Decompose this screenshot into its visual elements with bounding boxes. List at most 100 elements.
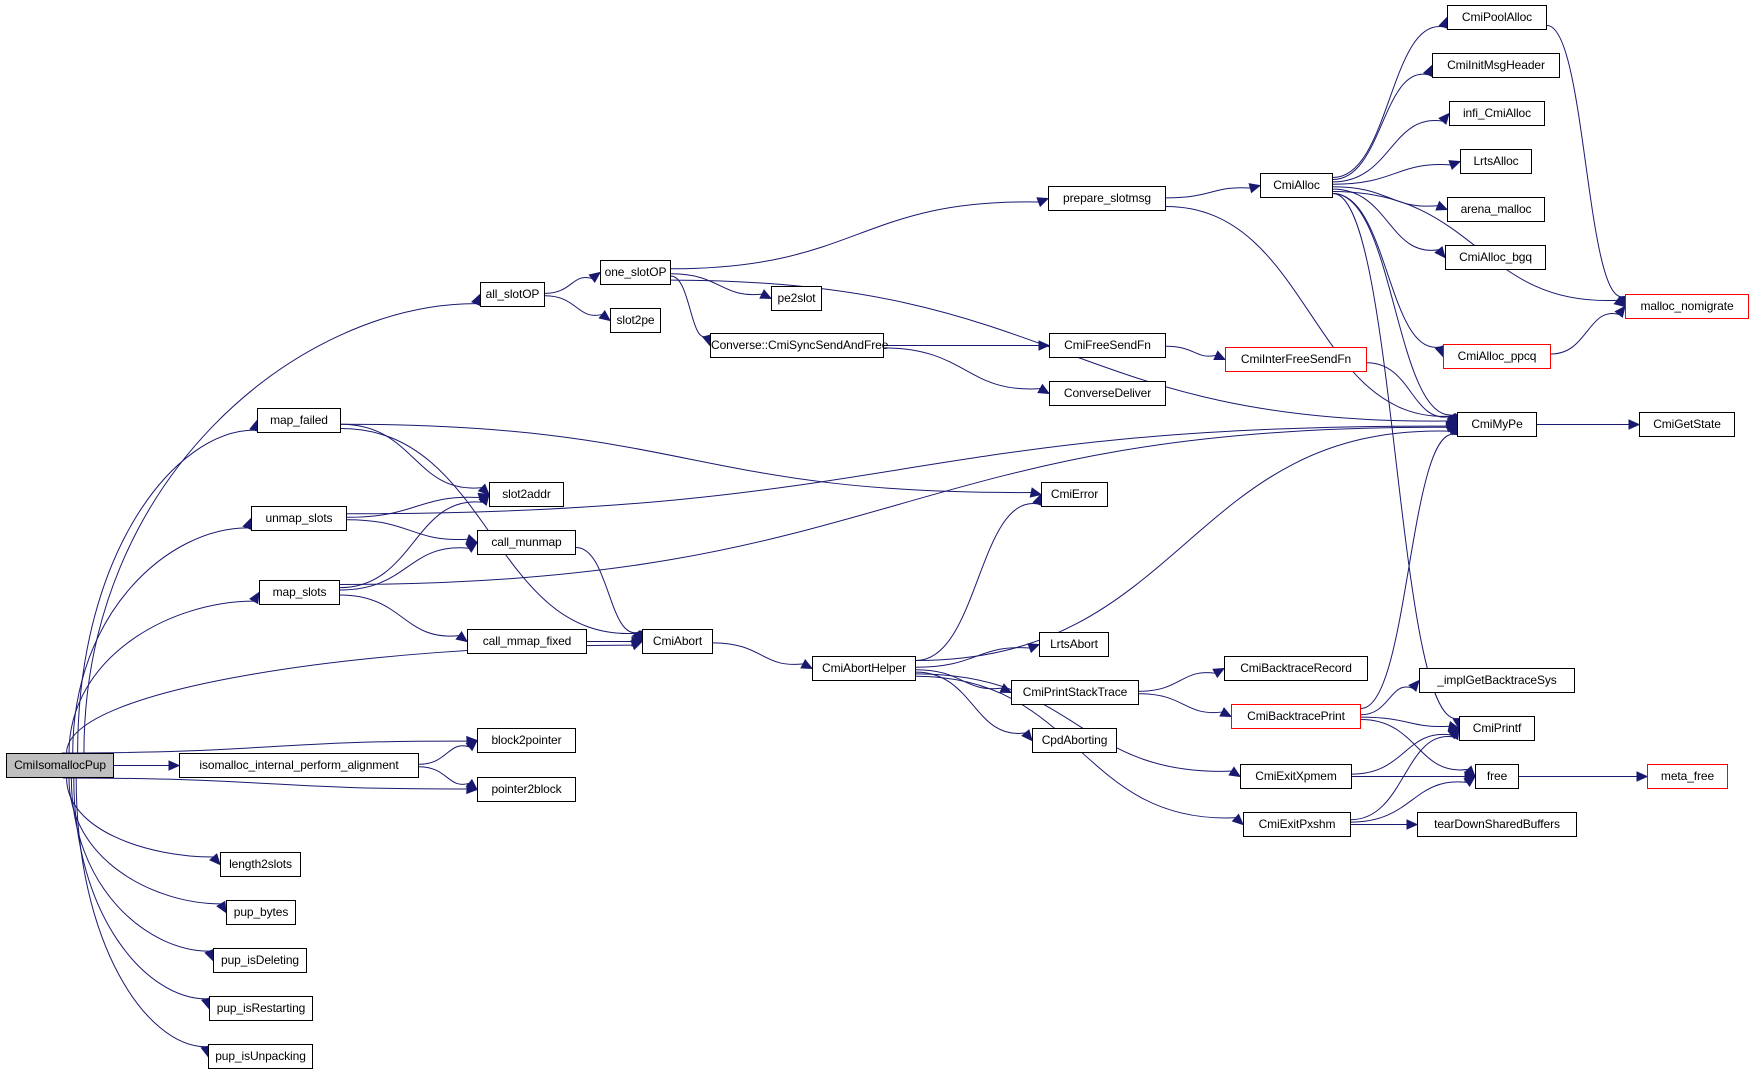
node-cmi-printf[interactable]: CmiPrintf	[1459, 716, 1535, 741]
edge-cmi-exit-pxshm-to-cmi-printf	[1350, 736, 1454, 821]
arrowhead-icon	[249, 591, 260, 605]
edge-cmi-isomalloc-pup-to-pup-is-deleting	[70, 777, 210, 952]
edge-prepare-slotmsg-to-cmi-alloc	[1165, 187, 1251, 199]
edge-cmi-isomalloc-pup-to-length2slots	[66, 777, 214, 858]
node-lrts-abort[interactable]: LrtsAbort	[1039, 632, 1109, 657]
node-length2slots[interactable]: length2slots	[220, 852, 301, 877]
node-call-munmap[interactable]: call_munmap	[477, 530, 576, 555]
node-cmi-pool-alloc[interactable]: CmiPoolAlloc	[1447, 5, 1547, 30]
edge-cmi-free-send-fn-to-cmi-inter-free-send-fn	[1165, 345, 1216, 357]
edge-cmi-backtrace-print-to-cmi-printf	[1360, 716, 1450, 728]
node-impl-get-backtrace-sys[interactable]: _implGetBacktraceSys	[1419, 668, 1575, 693]
node-all-slot-op[interactable]: all_slotOP	[480, 282, 545, 307]
edge-cmi-sync-send-and-free-to-converse-deliver	[883, 347, 1041, 390]
node-pe2slot[interactable]: pe2slot	[771, 286, 822, 311]
node-pup-bytes[interactable]: pup_bytes	[226, 900, 296, 925]
edge-one-slot-op-to-prepare-slotmsg	[670, 201, 1039, 270]
edge-cmi-abort-helper-to-cmi-error	[915, 503, 1038, 661]
node-cmi-free-send-fn[interactable]: CmiFreeSendFn	[1049, 333, 1166, 358]
edge-unmap-slots-to-slot2addr	[346, 496, 480, 518]
arrowhead-icon	[1212, 667, 1226, 679]
edge-prepare-slotmsg-to-cmi-my-pe	[1165, 206, 1452, 417]
node-slot2pe[interactable]: slot2pe	[610, 308, 661, 333]
node-cmi-print-stack-trace[interactable]: CmiPrintStackTrace	[1011, 680, 1139, 705]
edge-cmi-exit-pxshm-to-free	[1350, 781, 1467, 823]
arrowhead-icon	[1038, 340, 1051, 351]
node-prepare-slotmsg[interactable]: prepare_slotmsg	[1048, 186, 1166, 211]
node-converse-deliver[interactable]: ConverseDeliver	[1049, 381, 1166, 406]
node-infi-cmi-alloc[interactable]: infi_CmiAlloc	[1449, 101, 1545, 126]
node-malloc-nomigrate[interactable]: malloc_nomigrate	[1625, 294, 1749, 319]
arrowhead-icon	[1021, 729, 1033, 742]
edge-cmi-backtrace-print-to-impl-get-backtrace-sys	[1360, 686, 1413, 716]
edge-one-slot-op-to-cmi-sync-send-and-free	[670, 275, 708, 338]
arrowhead-icon	[1228, 766, 1242, 778]
node-cmi-exit-pxshm[interactable]: CmiExitPxshm	[1243, 812, 1351, 837]
edge-cmi-abort-helper-to-cpd-aborting	[915, 671, 1026, 734]
node-pointer2block[interactable]: pointer2block	[477, 777, 576, 802]
arrowhead-icon	[1219, 707, 1233, 718]
arrowhead-icon	[1438, 112, 1450, 125]
node-cpd-aborting[interactable]: CpdAborting	[1032, 728, 1117, 753]
arrowhead-icon	[1408, 679, 1420, 692]
node-cmi-alloc[interactable]: CmiAlloc	[1260, 173, 1333, 198]
edge-cmi-isomalloc-pup-to-map-slots	[68, 600, 254, 754]
node-cmi-backtrace-record[interactable]: CmiBacktraceRecord	[1224, 656, 1368, 681]
node-block2pointer[interactable]: block2pointer	[477, 728, 576, 753]
node-cmi-backtrace-print[interactable]: CmiBacktracePrint	[1231, 704, 1361, 729]
node-call-mmap-fixed[interactable]: call_mmap_fixed	[467, 629, 587, 654]
edge-cmi-isomalloc-pup-to-map-failed	[77, 429, 255, 754]
node-arena-malloc[interactable]: arena_malloc	[1447, 197, 1545, 222]
arrowhead-icon	[1027, 643, 1041, 654]
arrowhead-icon	[455, 631, 468, 643]
edge-cmi-isomalloc-pup-to-pup-is-unpacking	[75, 777, 206, 1048]
edge-cmi-backtrace-print-to-cmi-my-pe	[1360, 433, 1456, 709]
node-cmi-alloc-ppcq[interactable]: CmiAlloc_ppcq	[1443, 344, 1551, 369]
node-map-failed[interactable]: map_failed	[257, 408, 341, 433]
edge-map-failed-to-cmi-error	[340, 423, 1032, 494]
edge-cmi-inter-free-send-fn-to-cmi-my-pe	[1366, 362, 1452, 418]
node-unmap-slots[interactable]: unmap_slots	[251, 506, 347, 531]
node-one-slot-op[interactable]: one_slotOP	[600, 260, 671, 285]
edge-cmi-abort-helper-to-lrts-abort	[915, 647, 1030, 668]
node-tear-down-shared-buffers[interactable]: tearDownSharedBuffers	[1417, 812, 1577, 837]
edge-unmap-slots-to-cmi-my-pe	[346, 425, 1448, 515]
node-cmi-abort-helper[interactable]: CmiAbortHelper	[812, 656, 916, 681]
edge-cmi-backtrace-print-to-free	[1360, 719, 1468, 771]
node-cmi-exit-xpmem[interactable]: CmiExitXpmem	[1240, 764, 1352, 789]
node-lrts-alloc[interactable]: LrtsAlloc	[1460, 149, 1532, 174]
edge-cmi-alloc-to-cmi-init-msg-header	[1332, 73, 1429, 180]
arrowhead-icon	[1449, 727, 1460, 741]
node-cmi-init-msg-header[interactable]: CmiInitMsgHeader	[1432, 53, 1560, 78]
edge-cmi-alloc-to-infi-cmi-alloc	[1332, 120, 1443, 183]
edge-cmi-isomalloc-pup-to-pointer2block	[62, 777, 468, 790]
node-cmi-get-state[interactable]: CmiGetState	[1639, 412, 1735, 437]
arrowhead-icon	[598, 309, 611, 322]
edge-cmi-print-stack-trace-to-cmi-backtrace-record	[1138, 672, 1216, 692]
node-cmi-alloc-bgq[interactable]: CmiAlloc_bgq	[1445, 245, 1546, 270]
arrowhead-icon	[1448, 160, 1462, 171]
node-pup-is-unpacking[interactable]: pup_isUnpacking	[208, 1044, 313, 1069]
arrowhead-icon	[999, 683, 1013, 694]
node-cmi-my-pe[interactable]: CmiMyPe	[1457, 412, 1537, 437]
node-pup-is-deleting[interactable]: pup_isDeleting	[213, 948, 307, 973]
edge-map-slots-to-cmi-my-pe	[339, 426, 1448, 585]
node-free[interactable]: free	[1475, 764, 1519, 789]
node-isomalloc-internal-perform-alignment[interactable]: isomalloc_internal_perform_alignment	[179, 753, 419, 778]
node-cmi-sync-send-and-free[interactable]: Converse::CmiSyncSendAndFree	[710, 333, 888, 358]
edge-unmap-slots-to-call-munmap	[346, 519, 468, 541]
node-meta-free[interactable]: meta_free	[1647, 764, 1728, 789]
node-cmi-error[interactable]: CmiError	[1041, 482, 1108, 507]
edge-map-slots-to-call-munmap	[339, 547, 469, 591]
edge-cmi-alloc-to-cmi-my-pe	[1332, 193, 1455, 416]
arrowhead-icon	[1422, 64, 1433, 78]
node-map-slots[interactable]: map_slots	[259, 580, 340, 605]
node-cmi-inter-free-send-fn[interactable]: CmiInterFreeSendFn	[1225, 347, 1367, 372]
node-pup-is-restarting[interactable]: pup_isRestarting	[209, 996, 313, 1021]
arrowhead-icon	[631, 636, 644, 647]
node-slot2addr[interactable]: slot2addr	[489, 482, 564, 507]
arrowhead-icon	[1614, 305, 1626, 319]
arrowhead-icon	[1435, 200, 1449, 211]
node-cmi-abort[interactable]: CmiAbort	[642, 629, 713, 654]
